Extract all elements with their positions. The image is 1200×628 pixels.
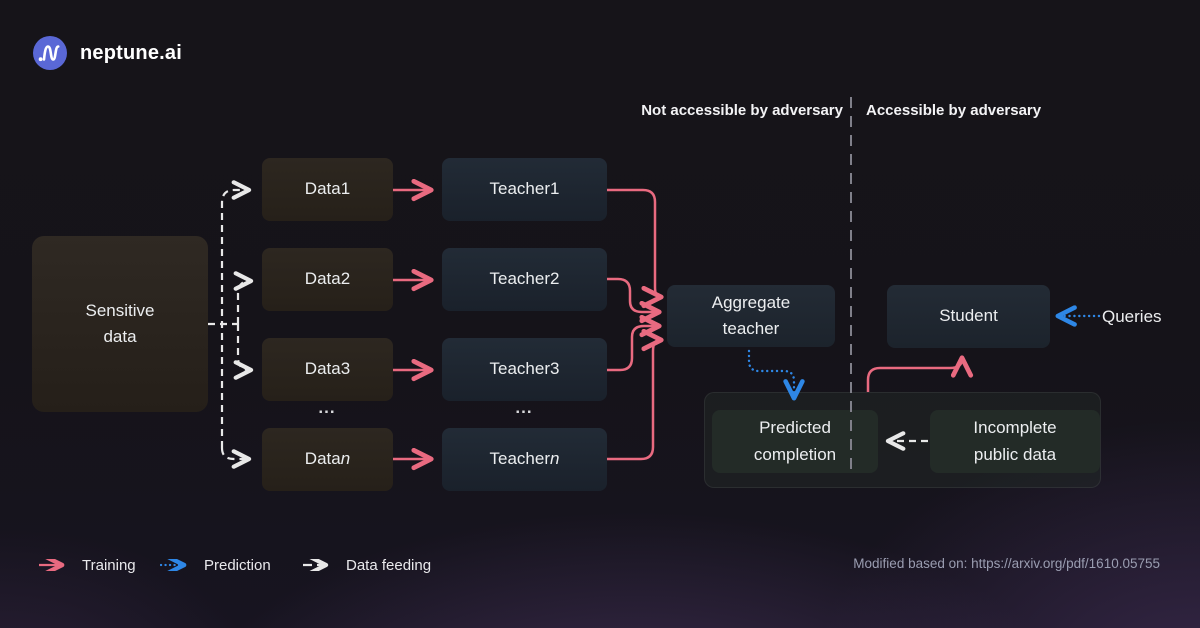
data-node-n: Data n <box>262 428 393 491</box>
data-node-1-label: Data 1 <box>304 179 351 199</box>
teacher-node-2-label: Teacher 2 <box>489 269 560 289</box>
training-arrow-publicdata-student <box>866 355 974 392</box>
prediction-arrow-icon <box>160 559 187 571</box>
incomplete-public-data-node: Incomplete public data <box>930 410 1100 473</box>
teacher-node-3: Teacher 3 <box>442 338 607 401</box>
teacher-ellipsis: ... <box>515 398 533 417</box>
legend-prediction-label: Prediction <box>204 556 271 574</box>
zone-label-accessible: Accessible by adversary <box>866 102 1042 119</box>
legend-item-training: Training <box>38 556 136 574</box>
data-node-n-label: Data n <box>304 449 351 469</box>
queries-label: Queries <box>1102 307 1162 326</box>
training-arrow-icon <box>39 559 65 571</box>
legend-item-data-feeding: Data feeding <box>302 556 431 574</box>
sensitive-data-label: Sensitive data <box>85 300 155 346</box>
training-arrow-teacher3-aggregate <box>607 314 662 372</box>
data-node-2-label: Data 2 <box>304 269 351 289</box>
footer-credit: Modified based on: https://arxiv.org/pdf… <box>853 556 1160 571</box>
data-node-2: Data 2 <box>262 248 393 311</box>
training-arrow-teacher1-aggregate <box>607 188 664 309</box>
training-arrow-teachern-aggregate <box>607 328 664 461</box>
training-arrow-teacher2-aggregate <box>607 277 662 324</box>
data-ellipsis: ... <box>318 398 336 417</box>
teacher-node-1: Teacher 1 <box>442 158 607 221</box>
waveform-icon <box>33 36 67 70</box>
predicted-completion-node: Predicted completion <box>712 410 878 473</box>
feed-arrow-data2 <box>233 271 254 324</box>
student-label: Student <box>939 306 998 326</box>
student-node: Student <box>887 285 1050 348</box>
teacher-node-n-label: Teacher n <box>489 449 560 469</box>
data-node-1: Data 1 <box>262 158 393 221</box>
incomplete-public-data-label: Incomplete public data <box>973 418 1057 464</box>
zone-label-not-accessible: Not accessible by adversary <box>641 102 843 119</box>
feed-arrow-data1 <box>220 180 252 448</box>
data-feeding-arrow-icon <box>303 559 329 571</box>
teacher-node-1-label: Teacher 1 <box>489 179 560 199</box>
neptune-brand: neptune.ai <box>32 35 182 71</box>
teacher-node-n: Teacher n <box>442 428 607 491</box>
sensitive-data-node: Sensitive data <box>32 236 208 412</box>
feed-arrow-datan <box>220 447 252 469</box>
aggregate-teacher-node: Aggregate teacher <box>667 285 835 347</box>
predicted-completion-label: Predicted completion <box>753 418 837 464</box>
teacher-node-3-label: Teacher 3 <box>489 359 560 379</box>
legend-training-label: Training <box>82 556 136 574</box>
feed-arrow-data3 <box>233 324 254 380</box>
legend-data-feeding-label: Data feeding <box>346 556 432 574</box>
brand-name: neptune.ai <box>80 41 183 64</box>
legend-item-prediction: Prediction <box>160 556 271 574</box>
aggregate-teacher-label: Aggregate teacher <box>711 292 791 338</box>
data-node-3: Data 3 <box>262 338 393 401</box>
prediction-arrow-aggregate-predicted <box>747 349 805 401</box>
data-node-3-label: Data 3 <box>304 359 351 379</box>
teacher-node-2: Teacher 2 <box>442 248 607 311</box>
